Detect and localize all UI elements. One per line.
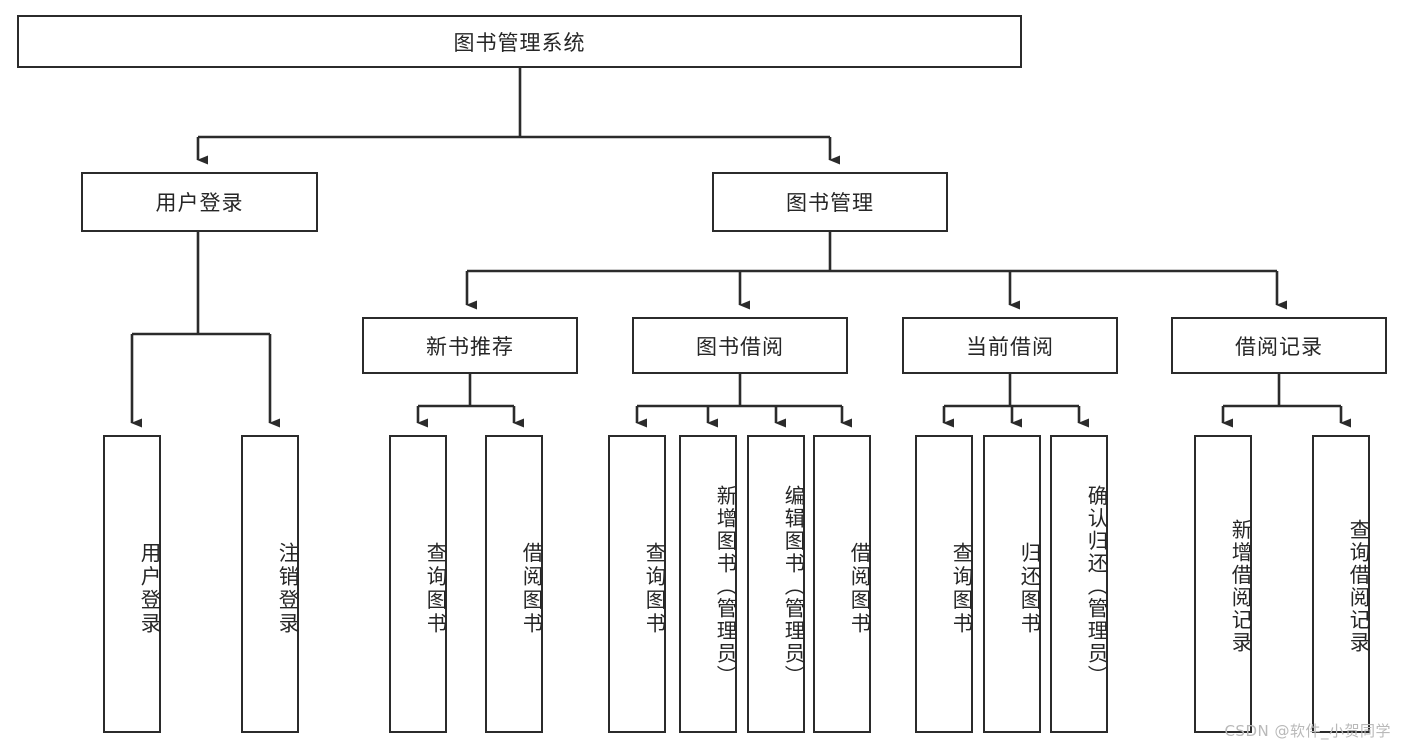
node-leaf-edit-book-admin[interactable]: 编辑图书（管理员）: [747, 435, 805, 733]
edge-user-login-to-leaves: [130, 232, 280, 428]
node-leaf-query-book-borrow-label: 查询图书: [642, 542, 666, 636]
node-leaf-logout-login-label: 注销登录: [275, 542, 299, 636]
node-leaf-borrow-book-recommend[interactable]: 借阅图书: [485, 435, 543, 733]
node-leaf-query-borrow-record-label: 查询借阅记录: [1346, 518, 1370, 654]
edge-borrow-record-to-leaves: [1221, 374, 1351, 428]
node-book-borrow[interactable]: 图书借阅: [632, 317, 848, 374]
node-leaf-user-login-label: 用户登录: [137, 542, 161, 636]
node-leaf-add-book-admin-label: 新增图书（管理员）: [713, 484, 737, 688]
node-leaf-logout-login[interactable]: 注销登录: [241, 435, 299, 733]
node-leaf-user-login[interactable]: 用户登录: [103, 435, 161, 733]
node-leaf-borrow-book-label: 借阅图书: [847, 542, 871, 636]
edge-book-management-to-level2: [465, 232, 1287, 310]
node-leaf-query-book-borrow[interactable]: 查询图书: [608, 435, 666, 733]
node-user-login-label: 用户登录: [155, 191, 244, 215]
node-leaf-query-book-current-label: 查询图书: [949, 542, 973, 636]
node-leaf-confirm-return-admin[interactable]: 确认归还（管理员）: [1050, 435, 1108, 733]
node-book-management-label: 图书管理: [786, 191, 874, 215]
watermark: CSDN @软件_小贺同学: [1224, 722, 1391, 740]
edge-book-borrow-to-leaves: [635, 374, 852, 428]
node-book-borrow-label: 图书借阅: [696, 334, 784, 359]
edge-new-book-recommend-to-leaves: [416, 374, 524, 428]
node-leaf-return-book[interactable]: 归还图书: [983, 435, 1041, 733]
node-root-label: 图书管理系统: [453, 30, 586, 55]
node-leaf-query-book-current[interactable]: 查询图书: [915, 435, 973, 733]
node-user-login[interactable]: 用户登录: [81, 172, 318, 232]
node-new-book-recommend[interactable]: 新书推荐: [362, 317, 578, 374]
node-leaf-query-book-recommend[interactable]: 查询图书: [389, 435, 447, 733]
node-borrow-record-label: 借阅记录: [1235, 334, 1323, 359]
edge-root-to-level1: [196, 68, 840, 165]
node-leaf-edit-book-admin-label: 编辑图书（管理员）: [781, 484, 805, 688]
node-book-management[interactable]: 图书管理: [712, 172, 948, 232]
node-new-book-recommend-label: 新书推荐: [426, 334, 514, 359]
node-leaf-confirm-return-admin-label: 确认归还（管理员）: [1084, 484, 1108, 688]
node-current-borrow-label: 当前借阅: [966, 334, 1054, 359]
node-leaf-query-borrow-record[interactable]: 查询借阅记录: [1312, 435, 1370, 733]
node-leaf-borrow-book[interactable]: 借阅图书: [813, 435, 871, 733]
node-leaf-query-book-recommend-label: 查询图书: [423, 542, 447, 636]
node-leaf-add-borrow-record-label: 新增借阅记录: [1228, 518, 1252, 654]
node-borrow-record[interactable]: 借阅记录: [1171, 317, 1387, 374]
edge-current-borrow-to-leaves: [942, 374, 1089, 428]
node-root[interactable]: 图书管理系统: [17, 15, 1022, 68]
node-leaf-add-borrow-record[interactable]: 新增借阅记录: [1194, 435, 1252, 733]
node-leaf-return-book-label: 归还图书: [1017, 542, 1041, 636]
node-leaf-add-book-admin[interactable]: 新增图书（管理员）: [679, 435, 737, 733]
node-leaf-borrow-book-recommend-label: 借阅图书: [519, 542, 543, 636]
node-current-borrow[interactable]: 当前借阅: [902, 317, 1118, 374]
